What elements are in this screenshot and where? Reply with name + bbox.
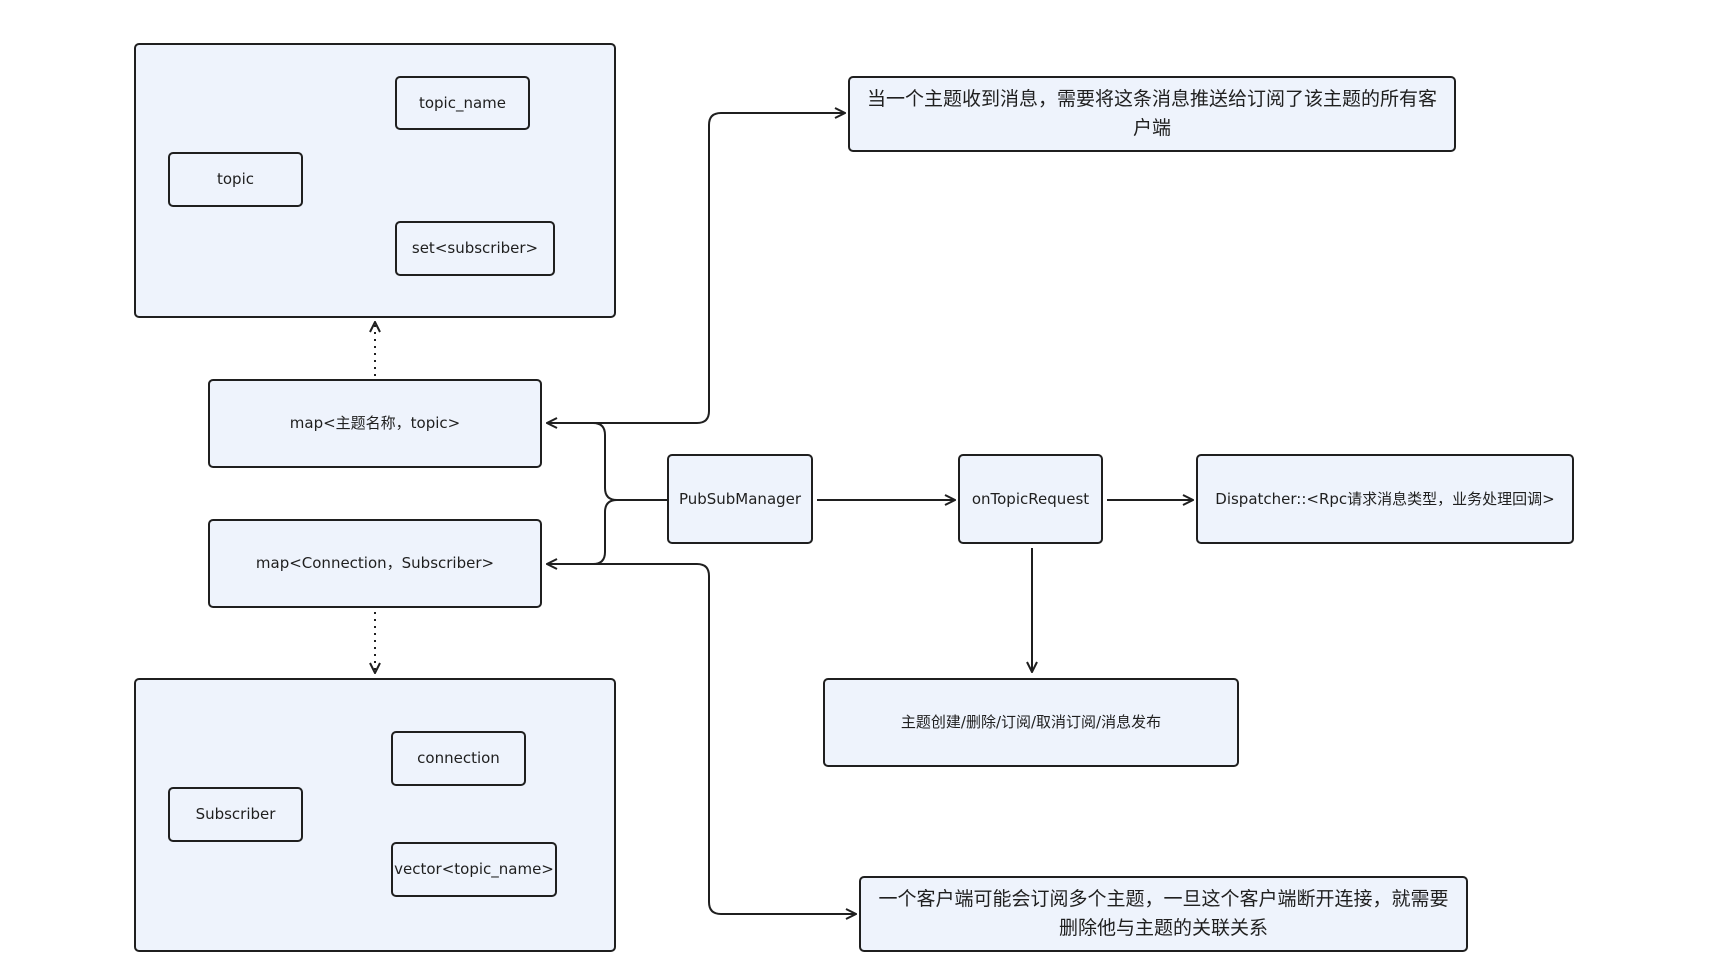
client-disconnect-note-text: 一个客户端可能会订阅多个主题，一旦这个客户端断开连接，就需要删除他与主题的关联关… — [878, 888, 1449, 939]
edge-map-connection-to-note — [590, 563, 856, 914]
pubsub-manager-label: PubSubManager — [678, 489, 802, 508]
pubsub-manager-node: PubSubManager — [667, 454, 813, 544]
edge-manager-to-map-connection — [547, 499, 618, 564]
on-topic-request-node: onTopicRequest — [958, 454, 1103, 544]
topic-push-note-text: 当一个主题收到消息，需要将这条消息推送给订阅了该主题的所有客户端 — [866, 88, 1437, 139]
operations-label: 主题创建/删除/订阅/取消订阅/消息发布 — [900, 713, 1162, 732]
subscriber-label: Subscriber — [195, 805, 276, 824]
topic-node: topic — [168, 152, 303, 207]
topic-push-note: 当一个主题收到消息，需要将这条消息推送给订阅了该主题的所有客户端 — [848, 76, 1456, 152]
set-subscriber-label: set<subscriber> — [411, 239, 539, 258]
connection-label: connection — [417, 749, 500, 768]
vector-topic-name-label: vector<topic_name> — [394, 860, 554, 879]
on-topic-request-label: onTopicRequest — [971, 489, 1090, 508]
connection-node: connection — [391, 731, 526, 786]
vector-topic-name-node: vector<topic_name> — [391, 842, 557, 897]
edge-map-topic-to-note — [590, 113, 845, 424]
operations-node: 主题创建/删除/订阅/取消订阅/消息发布 — [823, 678, 1239, 767]
dispatcher-label: Dispatcher::<Rpc请求消息类型，业务处理回调> — [1215, 489, 1555, 508]
map-topic-node: map<主题名称，topic> — [208, 379, 542, 468]
dispatcher-node: Dispatcher::<Rpc请求消息类型，业务处理回调> — [1196, 454, 1574, 544]
map-connection-node: map<Connection，Subscriber> — [208, 519, 542, 608]
subscriber-node: Subscriber — [168, 787, 303, 842]
map-connection-label: map<Connection，Subscriber> — [255, 554, 495, 573]
client-disconnect-note: 一个客户端可能会订阅多个主题，一旦这个客户端断开连接，就需要删除他与主题的关联关… — [859, 876, 1468, 952]
topic-name-node: topic_name — [395, 76, 530, 130]
topic-name-label: topic_name — [418, 93, 507, 112]
set-subscriber-node: set<subscriber> — [395, 221, 555, 276]
map-topic-label: map<主题名称，topic> — [289, 414, 461, 433]
topic-label: topic — [217, 170, 254, 189]
edge-manager-to-map-topic — [547, 423, 667, 501]
